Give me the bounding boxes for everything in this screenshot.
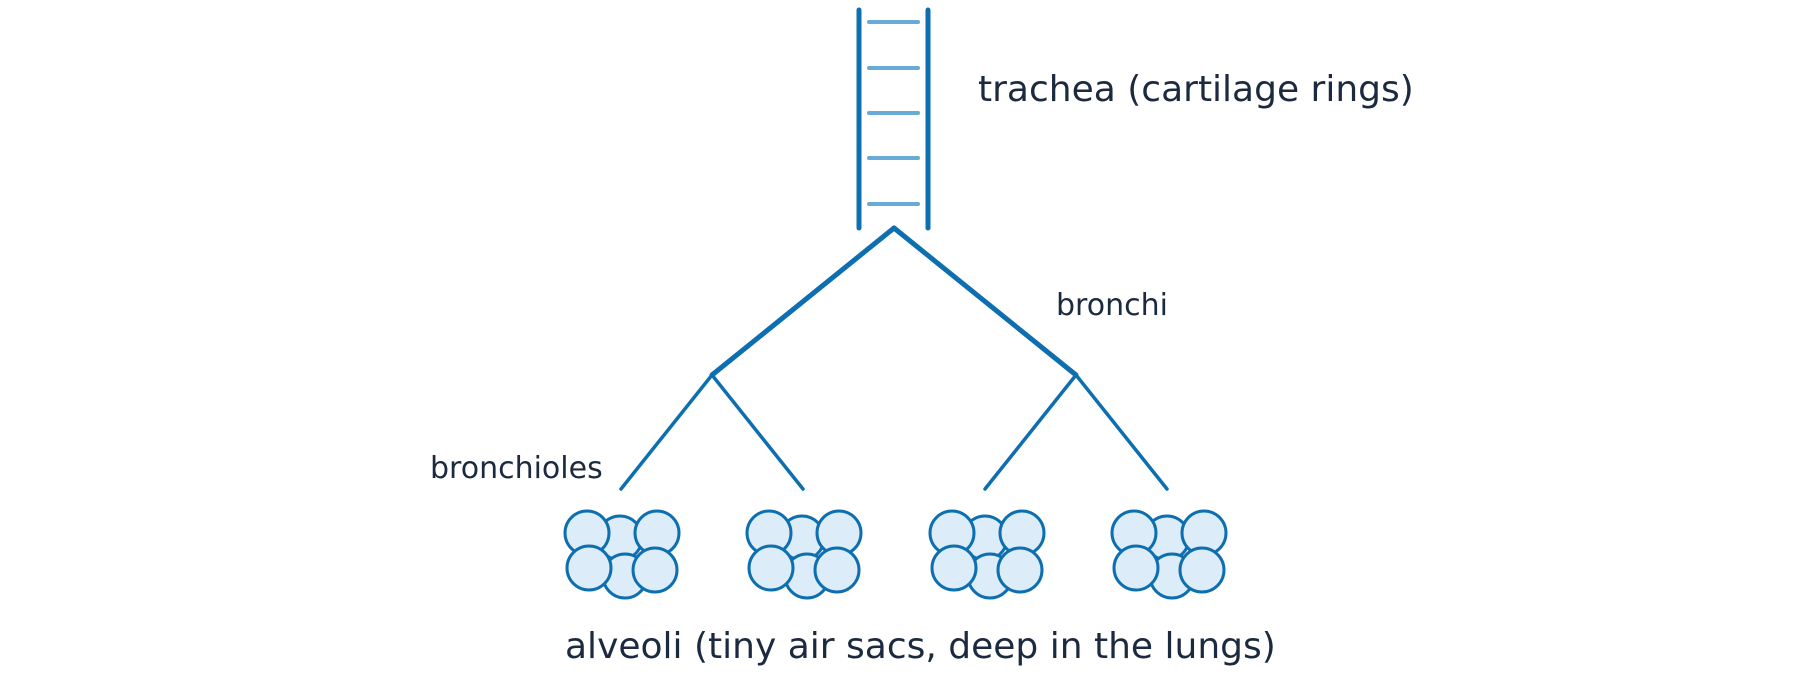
- alveoli-cluster: [745, 509, 863, 600]
- right-bronchus: [891, 225, 1079, 378]
- bronchiole: [1074, 373, 1169, 491]
- bronchioles-label: bronchioles: [430, 451, 603, 486]
- bronchi-label: bronchi: [1056, 288, 1168, 323]
- alveolus: [631, 546, 679, 594]
- trachea: [856, 7, 931, 231]
- alveolus: [930, 544, 978, 592]
- alveolus: [565, 544, 613, 592]
- alveoli-clusters: [563, 509, 1228, 600]
- alveolus: [1112, 544, 1160, 592]
- alveoli-label: alveoli (tiny air sacs, deep in the lung…: [565, 626, 1276, 667]
- bronchioles: [619, 373, 1169, 491]
- alveolus: [996, 546, 1044, 594]
- alveoli-cluster: [563, 509, 681, 600]
- alveoli-cluster: [1110, 509, 1228, 600]
- bronchiole: [983, 373, 1078, 491]
- alveolus: [813, 546, 861, 594]
- bronchi: [709, 225, 1079, 378]
- alveolus: [747, 544, 795, 592]
- alveoli-cluster: [928, 509, 1046, 600]
- bronchiole: [619, 373, 714, 491]
- alveolus: [1178, 546, 1226, 594]
- trachea-label: trachea (cartilage rings): [978, 69, 1414, 110]
- bronchiole: [710, 373, 805, 491]
- left-bronchus: [709, 225, 897, 378]
